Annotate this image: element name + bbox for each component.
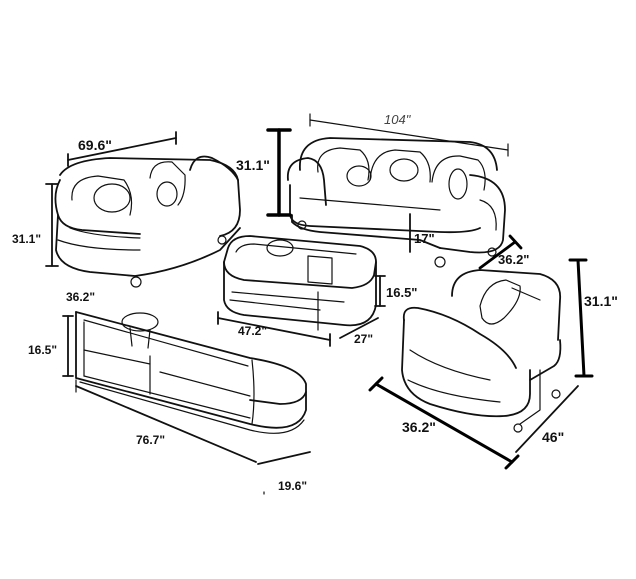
- dimension-line-sofa2-width: [67, 131, 177, 167]
- chair-height-label: 31.1": [584, 293, 618, 309]
- armchair-drawing: [401, 269, 562, 433]
- sofa2-height-label: 31.1": [12, 232, 41, 246]
- dimension-line-sofa3-height: [266, 128, 292, 217]
- coffee-depth-label: 27": [354, 332, 373, 346]
- dimension-line-chair-depth: [368, 376, 520, 470]
- chair-depth-label: 36.2": [402, 419, 436, 435]
- sofa3-width-label: 104": [384, 112, 412, 127]
- dimension-line-sofa3-width: [309, 113, 509, 157]
- dimension-line-tv-depth: [257, 451, 311, 495]
- sofa-2seat-drawing: [54, 155, 241, 288]
- chair-width-label: 46": [542, 429, 564, 445]
- sofa3-height-label: 31.1": [236, 157, 270, 173]
- coffee-height-label: 16.5": [386, 285, 417, 300]
- dimension-line-chair-width: [515, 385, 579, 453]
- sofa3-seat-height-label: 17": [414, 231, 435, 246]
- dimension-line-coffee-width: [217, 311, 331, 347]
- dimension-line-sofa2-height: [45, 183, 59, 267]
- dimension-line-coffee-height: [374, 275, 386, 307]
- sofa3-depth-label: 36.2": [498, 252, 529, 267]
- sofa-3seat-drawing: [286, 137, 506, 268]
- tv-stand-drawing: [75, 311, 307, 434]
- dimension-line-tv-width: [75, 379, 257, 463]
- sofa2-depth-label: 36.2": [66, 290, 95, 304]
- sofa2-width-label: 69.6": [78, 137, 112, 153]
- dimension-line-sofa3-depth: [478, 234, 523, 270]
- tv-height-label: 16.5": [28, 343, 57, 357]
- tv-depth-label: 19.6": [278, 479, 307, 493]
- coffee-table-drawing: [223, 235, 377, 331]
- dimension-line-tv-height: [62, 315, 74, 377]
- coffee-width-label: 47.2": [238, 324, 267, 338]
- dimension-line-coffee-depth: [339, 317, 379, 339]
- dimension-line-chair-height: [568, 258, 594, 378]
- tv-width-label: 76.7": [136, 433, 165, 447]
